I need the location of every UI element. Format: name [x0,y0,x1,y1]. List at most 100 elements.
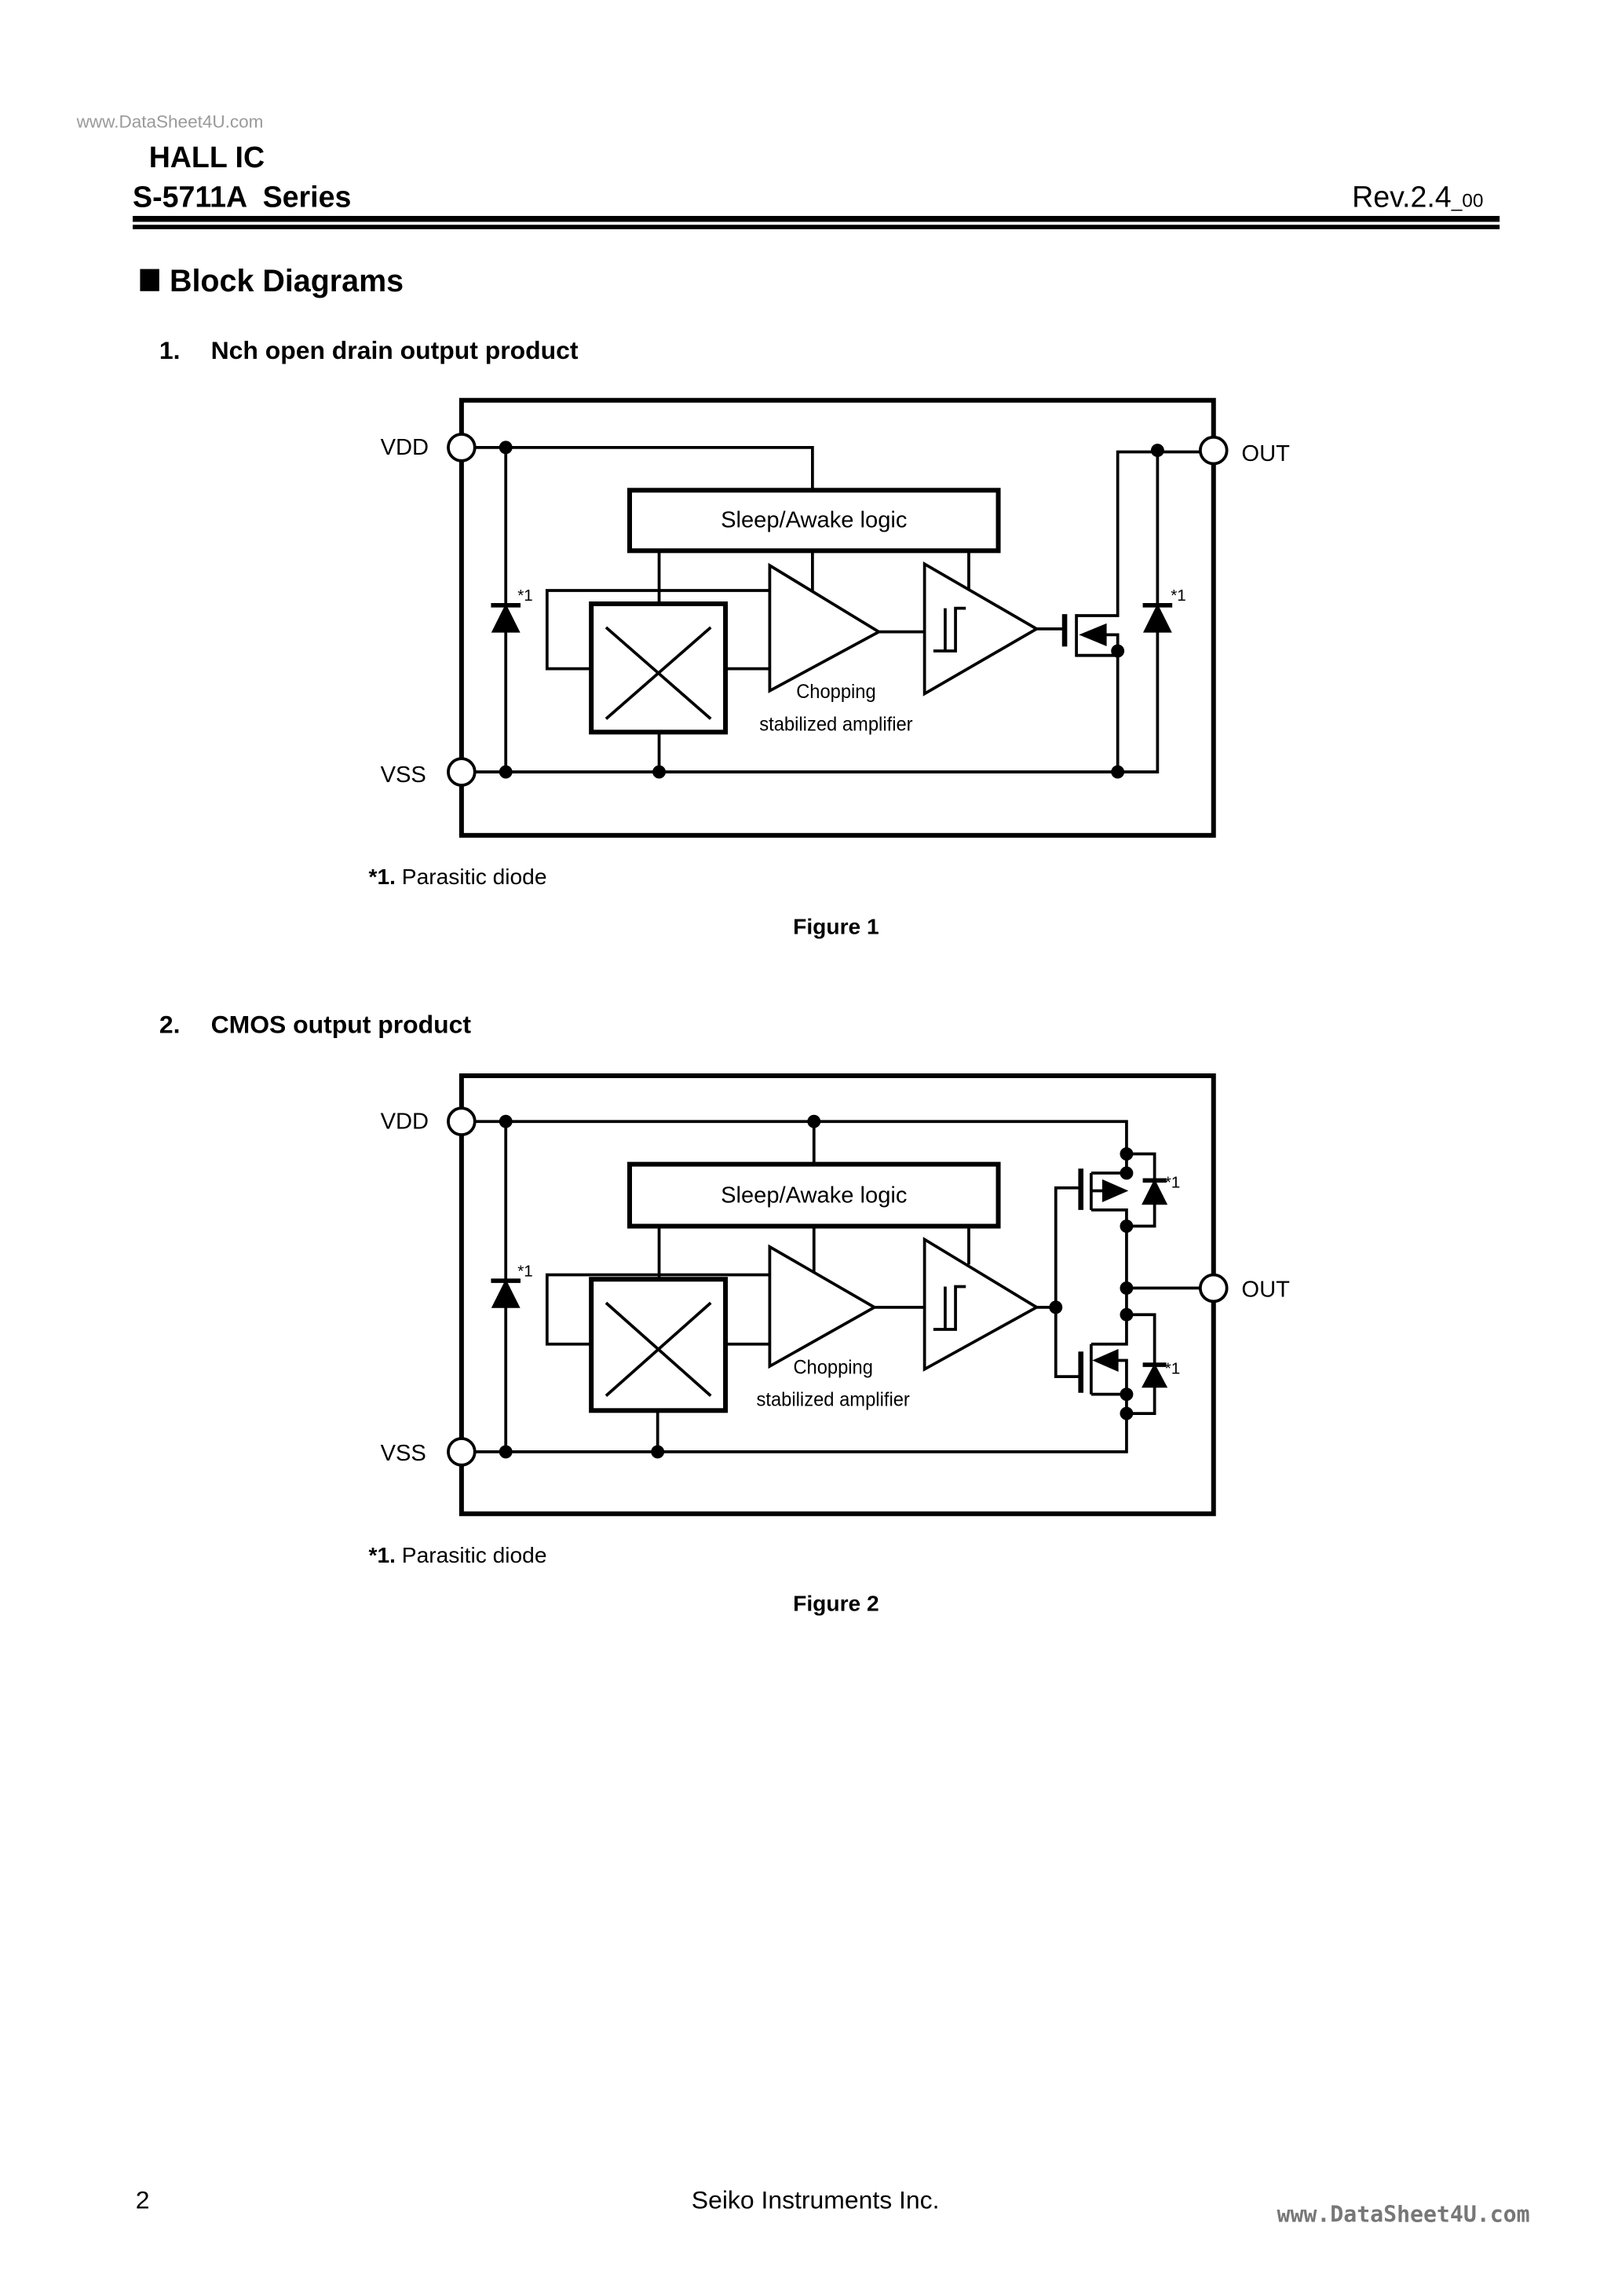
hall-left-wire [545,1273,770,1346]
hall-element-cross-icon [605,626,712,720]
comparator-output-wire [1036,1186,1081,1378]
pmos-parasitic-diode-icon [1142,1178,1168,1205]
vdd-rail [474,1120,1128,1164]
vss-label: VSS [381,1441,426,1466]
chopping-amplifier-icon [768,1244,878,1369]
heading-number: 2. [159,1011,181,1039]
sleep-awake-logic-block [627,1161,1001,1229]
sleep-awake-logic-label: Sleep/Awake logic [721,1183,907,1208]
out-terminal [1198,435,1229,466]
amp-label-line-1: Chopping [796,681,875,703]
vdd-label: VDD [381,1110,429,1135]
watermark-top: www.DataSheet4U.com [76,112,264,131]
source-wire [1076,633,1120,773]
junction-dot [1111,765,1125,779]
vdd-rail [474,445,814,491]
junction-dot [499,1114,513,1128]
revision-suffix: _00 [1451,191,1484,212]
nmos-arrow-icon [1092,1348,1119,1373]
vdd-terminal [447,1106,477,1136]
junction-dot [1120,1166,1134,1180]
vss-rail [474,450,1160,773]
amp-label-line-2: stabilized amplifier [757,1389,911,1411]
figure-2: 2.CMOS output product Sleep/Awake logic … [159,1011,1290,1616]
hall-element [589,1277,729,1413]
header-category: HALL IC [149,141,265,174]
nmos-parasitic-diode-icon [1142,1362,1168,1388]
vss-terminal [447,1437,477,1467]
chopping-amplifier-icon [768,562,882,693]
header-revision: Rev.2.4_00 [1352,181,1483,214]
junction-dot [499,1445,513,1459]
figure-2-heading: 2. CMOS output product [159,1011,472,1039]
pmos-arrow-icon [1101,1179,1129,1203]
sleep-awake-logic-block [627,488,1001,554]
vdd-terminal [447,433,477,462]
junction-dot [1120,1281,1134,1295]
figure-2-note: *1. Parasitic diode [369,1542,547,1567]
header-rule-2 [133,225,1500,229]
left-parasitic-diode-icon [491,603,521,633]
section-title: Block Diagrams [170,264,404,298]
right-parasitic-diode-icon [1142,603,1173,633]
vdd-label: VDD [381,435,429,460]
junction-dot [807,1114,821,1128]
footer-watermark: www.DataSheet4U.com [1277,2201,1530,2227]
revision-number: Rev.2.4 [1352,181,1452,214]
junction-dot [499,441,513,455]
junction-dot [1150,444,1164,458]
heading-number: 1. [159,336,181,364]
section-bullet-icon [140,269,159,291]
junction-dot [1049,1300,1063,1314]
junction-dot [1120,1219,1134,1233]
hall-element [589,601,729,735]
note-text: Parasitic diode [396,1542,547,1567]
left-diode-mark: *1 [517,587,533,605]
junction-dot [1120,1387,1134,1402]
schmitt-comparator-icon [922,561,1040,696]
left-diode-mark: *1 [517,1262,533,1280]
header-rule-1 [133,215,1500,222]
junction-dot [1120,1147,1134,1161]
vss-label: VSS [381,762,426,788]
amp-label-line-1: Chopping [793,1356,872,1378]
junction-dot [1111,644,1125,658]
vss-rail [474,1413,1128,1453]
out-label: OUT [1241,441,1290,466]
left-parasitic-diode-icon [491,1278,521,1308]
hysteresis-icon [933,1285,966,1331]
note-mark: *1. [369,1542,396,1567]
hall-left-wire [545,589,770,671]
vss-terminal [447,757,477,787]
nmos-arrow-icon [1079,623,1107,646]
note-text: Parasitic diode [396,864,547,889]
page-number: 2 [136,2185,150,2214]
junction-dot [1120,1307,1134,1322]
hall-element-cross-icon [605,1301,712,1397]
heading-text: Nch open drain output product [211,336,579,364]
footer-company: Seiko Instruments Inc. [692,2185,940,2214]
figure-1-note: *1. Parasitic diode [369,864,547,889]
note-mark: *1. [369,864,396,889]
schmitt-comparator-icon [922,1237,1040,1372]
out-terminal [1198,1273,1229,1303]
junction-dot [651,1445,665,1459]
junction-dot [1120,1406,1134,1420]
figure-1-heading: 1. Nch open drain output product [159,336,579,364]
sleep-awake-logic-label: Sleep/Awake logic [721,507,907,532]
figure-2-caption: Figure 2 [793,1591,879,1616]
out-label: OUT [1241,1278,1290,1303]
header-series: S-5711A Series [133,181,351,214]
heading-text: CMOS output product [211,1011,472,1039]
nmos-diode-mark: *1 [1165,1359,1181,1377]
junction-dot [652,765,666,779]
junction-dot [499,765,513,779]
figure-1: 1. Nch open drain output product Sleep/Aw… [159,336,1290,938]
ic-package-outline [458,397,1216,838]
hysteresis-icon [933,606,966,653]
pmos-diode-mark: *1 [1165,1174,1181,1192]
figure-1-caption: Figure 1 [793,914,879,939]
amp-label-line-2: stabilized amplifier [759,713,913,735]
right-diode-mark: *1 [1171,587,1186,605]
